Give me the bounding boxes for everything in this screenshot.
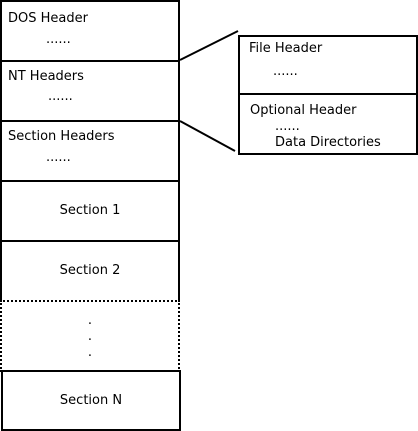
- section-2-title: Section 2: [59, 263, 121, 278]
- section-headers-title: Section Headers: [8, 129, 115, 144]
- nt-headers-detail: ......: [48, 89, 73, 104]
- dos-header-detail: ......: [46, 32, 71, 47]
- ellipsis-dot-1: .: [87, 313, 93, 328]
- ellipsis-box: . . .: [0, 300, 180, 372]
- connector-line-top: [179, 30, 239, 61]
- data-directories-label: Data Directories: [275, 135, 381, 150]
- dos-header-box: DOS Header ......: [0, 0, 180, 62]
- section-headers-box: Section Headers ......: [0, 120, 180, 182]
- connector-line-bottom: [179, 120, 236, 152]
- section-1-title: Section 1: [59, 203, 121, 218]
- optional-header-detail: ......: [275, 119, 300, 134]
- nt-headers-box: NT Headers ......: [0, 60, 180, 122]
- ellipsis-dot-2: .: [87, 329, 93, 344]
- section-n-box: Section N: [1, 370, 181, 431]
- section-headers-detail: ......: [46, 150, 71, 165]
- file-header-box: File Header ......: [238, 35, 418, 96]
- ellipsis-dot-3: .: [87, 345, 93, 360]
- section-2-box: Section 2: [0, 240, 180, 302]
- dos-header-title: DOS Header: [8, 11, 88, 26]
- section-1-box: Section 1: [0, 180, 180, 242]
- section-n-title: Section N: [59, 393, 123, 408]
- file-header-detail: ......: [273, 64, 298, 79]
- optional-header-box: Optional Header ...... Data Directories: [238, 93, 418, 155]
- nt-headers-title: NT Headers: [8, 69, 84, 84]
- file-header-title: File Header: [249, 41, 323, 56]
- optional-header-title: Optional Header: [250, 103, 357, 118]
